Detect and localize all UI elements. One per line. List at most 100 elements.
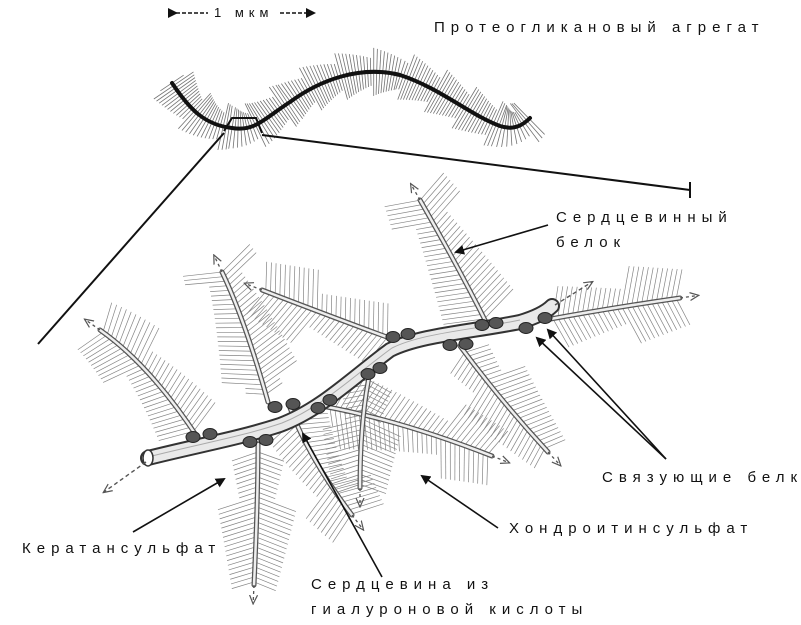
scale-bar-label: 1 мкм bbox=[214, 5, 274, 20]
gag-bristle bbox=[472, 270, 498, 297]
gag-bristle bbox=[145, 402, 174, 413]
gag-bristle bbox=[302, 464, 318, 483]
gag-bristle bbox=[386, 204, 423, 212]
gag-bristle bbox=[166, 372, 182, 396]
gag-bristle bbox=[317, 459, 341, 465]
gag-bristle bbox=[473, 422, 496, 450]
link-protein-node bbox=[360, 368, 376, 380]
gag-bristle bbox=[343, 399, 366, 405]
gag-bristle bbox=[95, 354, 131, 373]
gag-bristle bbox=[383, 419, 387, 451]
gag-bristle bbox=[365, 399, 386, 411]
gag-bristle bbox=[254, 561, 281, 573]
gag-bristle bbox=[322, 419, 364, 430]
gag-bristle bbox=[326, 444, 362, 455]
gag-bristle bbox=[221, 373, 261, 376]
gag-bristle bbox=[675, 269, 683, 299]
gag-bristle bbox=[621, 266, 630, 307]
gag-bristle bbox=[345, 495, 380, 507]
gag-bristle bbox=[258, 296, 281, 323]
link-protein-node bbox=[372, 362, 388, 374]
gag-bristle bbox=[361, 439, 396, 455]
gag-bristle bbox=[402, 425, 405, 452]
gag-bristle bbox=[241, 301, 262, 319]
core-protein-branch-inner bbox=[418, 198, 490, 328]
gag-bristle bbox=[430, 274, 462, 280]
gag-bristle bbox=[256, 506, 294, 522]
gag-bristle bbox=[359, 479, 388, 490]
gag-bristle bbox=[257, 471, 280, 481]
gag-bristle bbox=[230, 571, 255, 580]
gag-bristle bbox=[477, 450, 479, 484]
gag-bristle bbox=[245, 392, 266, 395]
gag-bristle bbox=[262, 360, 297, 385]
gag-bristle bbox=[237, 292, 257, 310]
gag-bristle bbox=[349, 330, 369, 354]
gag-bristle bbox=[334, 408, 341, 450]
gag-bristle bbox=[327, 449, 361, 460]
gag-bristle bbox=[178, 385, 197, 412]
gag-bristle bbox=[416, 225, 435, 230]
link-protein-node bbox=[518, 322, 534, 334]
gag-bristle bbox=[244, 309, 268, 328]
gag-bristle bbox=[631, 305, 651, 340]
gag-bristle bbox=[368, 379, 392, 394]
gag-bristle bbox=[226, 551, 256, 561]
core-protein-branch-inner bbox=[320, 404, 494, 458]
gag-bristle bbox=[153, 418, 186, 429]
gag-bristle bbox=[631, 266, 640, 306]
gag-bristle bbox=[606, 309, 618, 328]
gag-bristle bbox=[225, 252, 257, 282]
gag-bristle bbox=[651, 302, 669, 334]
gag-bristle bbox=[544, 439, 566, 449]
gag-bristle bbox=[470, 266, 495, 293]
gag-bristle bbox=[340, 296, 342, 320]
gag-bristle bbox=[181, 388, 201, 416]
gag-bristle bbox=[479, 395, 500, 428]
gag-bristle bbox=[646, 302, 664, 335]
gag-bristle bbox=[140, 327, 160, 366]
gag-bristle bbox=[77, 331, 104, 351]
gag-bristle bbox=[324, 429, 363, 440]
gag-bristle bbox=[258, 347, 290, 371]
gag-bristle bbox=[265, 382, 283, 395]
gag-bristle bbox=[257, 451, 285, 462]
gag-bristle bbox=[137, 386, 161, 397]
gag-bristle bbox=[475, 273, 501, 302]
gag-bristle bbox=[214, 313, 240, 315]
gag-bristle bbox=[388, 212, 428, 221]
gag-bristle bbox=[591, 311, 605, 334]
gag-bristle bbox=[441, 222, 458, 240]
gag-bristle bbox=[475, 391, 496, 425]
gag-bristle bbox=[468, 420, 492, 448]
gag-bristle bbox=[256, 526, 290, 540]
core-protein-branch-inner bbox=[358, 370, 372, 490]
gag-bristle bbox=[365, 394, 387, 406]
gag-bristle bbox=[465, 259, 489, 284]
gag-bristle bbox=[495, 378, 532, 393]
gag-bristle bbox=[312, 477, 326, 494]
gag-bristle bbox=[325, 439, 362, 450]
branch-tip-arrow bbox=[214, 256, 223, 273]
gag-bristle bbox=[436, 291, 471, 298]
gag-bristle bbox=[290, 310, 318, 343]
gag-bristle bbox=[274, 303, 299, 333]
core-protein-branch-inner bbox=[252, 442, 260, 587]
gag-bristle bbox=[510, 425, 526, 452]
gag-bristle bbox=[359, 484, 387, 494]
gag-bristle bbox=[226, 546, 256, 557]
gag-bristle bbox=[424, 252, 450, 258]
gag-bristle bbox=[454, 412, 480, 443]
gag-bristle bbox=[360, 459, 392, 472]
gag-bristle bbox=[332, 479, 361, 489]
gag-bristle bbox=[357, 333, 379, 359]
gag-bristle bbox=[163, 369, 178, 392]
gag-bristle bbox=[307, 268, 310, 308]
gag-bristle bbox=[172, 378, 190, 404]
gag-bristle bbox=[220, 363, 258, 366]
gag-bristle bbox=[387, 421, 391, 451]
gag-bristle bbox=[411, 428, 414, 453]
gag-bristle bbox=[601, 309, 614, 330]
gag-bristle bbox=[309, 489, 335, 523]
gag-bristle bbox=[265, 261, 268, 292]
